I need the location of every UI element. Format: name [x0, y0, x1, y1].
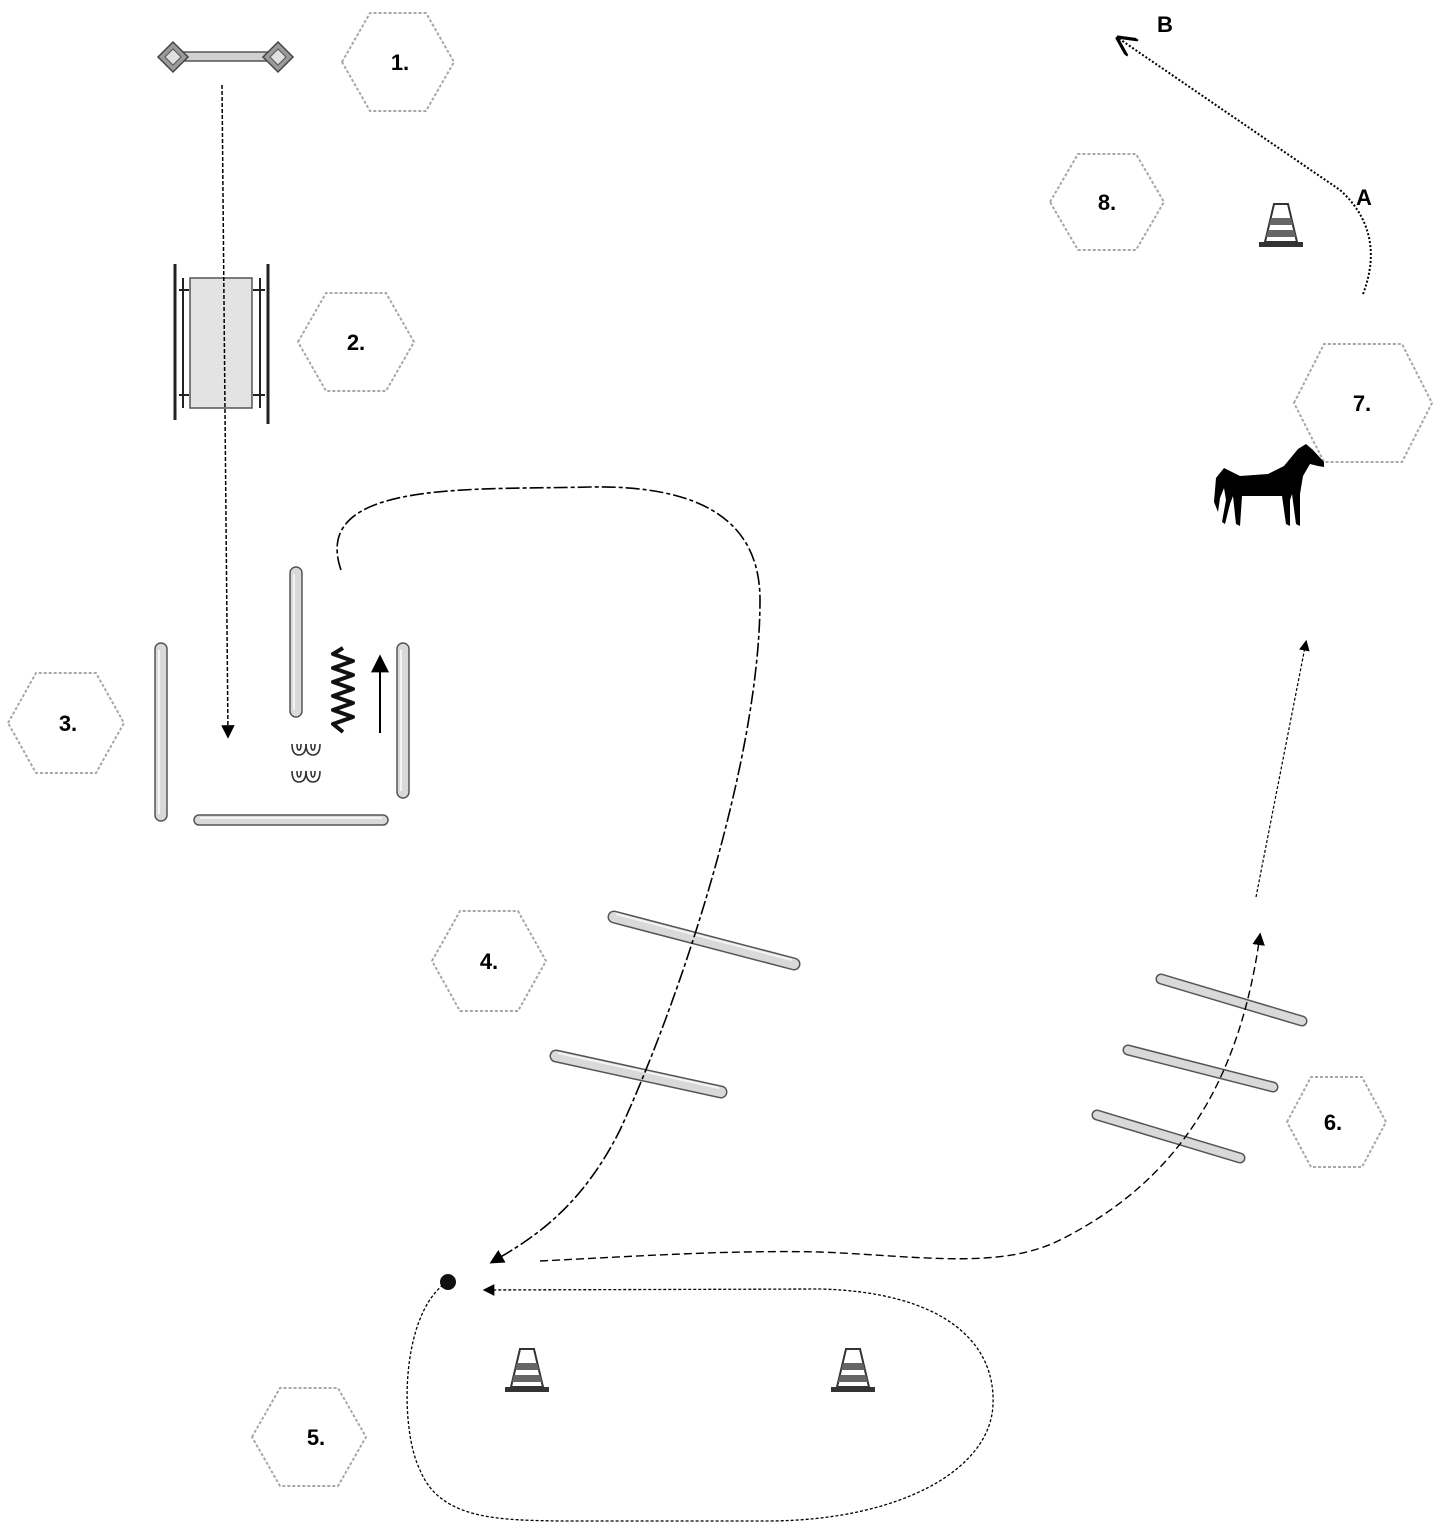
- cone-icon: [831, 1348, 875, 1392]
- station-2-label: 2.: [347, 330, 365, 355]
- pole-icon: [396, 642, 410, 799]
- pole-icon: [549, 1049, 728, 1099]
- route-a-to-b: [1118, 38, 1372, 295]
- horse-icon: [1214, 444, 1324, 526]
- pole-icon: [1122, 1044, 1279, 1093]
- bridge-icon: [156, 40, 295, 74]
- station-7: 7.: [1292, 343, 1434, 463]
- station-1-label: 1.: [391, 50, 409, 75]
- ball-icon: [440, 1274, 456, 1290]
- cone-icon: [505, 1348, 549, 1392]
- route-1-to-3: [221, 84, 235, 739]
- station-3: 3.: [6, 672, 126, 774]
- pole-icon: [154, 642, 168, 822]
- spring-icon: [331, 646, 355, 734]
- horseshoe-icon: [291, 743, 321, 783]
- station-8-label: 8.: [1098, 190, 1116, 215]
- pole-icon: [1155, 973, 1308, 1027]
- pole-icon: [1091, 1109, 1246, 1164]
- station-3-label: 3.: [59, 711, 77, 736]
- route-5-to-6: [539, 932, 1265, 1262]
- station-8: 8.: [1048, 153, 1166, 251]
- station-6-label: 6.: [1324, 1110, 1342, 1135]
- station-5-label: 5.: [307, 1425, 325, 1450]
- station-4: 4.: [430, 910, 548, 1012]
- cone-icon: [1259, 203, 1303, 247]
- station-2: 2.: [296, 292, 416, 392]
- station-6: 6.: [1285, 1076, 1388, 1168]
- marker-b-label: B: [1157, 12, 1173, 37]
- route-6-to-7: [1255, 639, 1310, 898]
- route-3-to-5: [336, 486, 761, 1264]
- station-1: 1.: [340, 12, 456, 112]
- station-4-label: 4.: [480, 949, 498, 974]
- pole-icon: [193, 814, 389, 826]
- wheel-frame-icon: [173, 264, 270, 424]
- marker-a-label: A: [1356, 185, 1372, 210]
- station-5: 5.: [250, 1387, 368, 1487]
- pole-box: [154, 566, 410, 826]
- pole-icon: [607, 910, 801, 971]
- route-5-loop: [406, 1284, 994, 1522]
- pole-icon: [289, 566, 303, 718]
- station-7-label: 7.: [1353, 391, 1371, 416]
